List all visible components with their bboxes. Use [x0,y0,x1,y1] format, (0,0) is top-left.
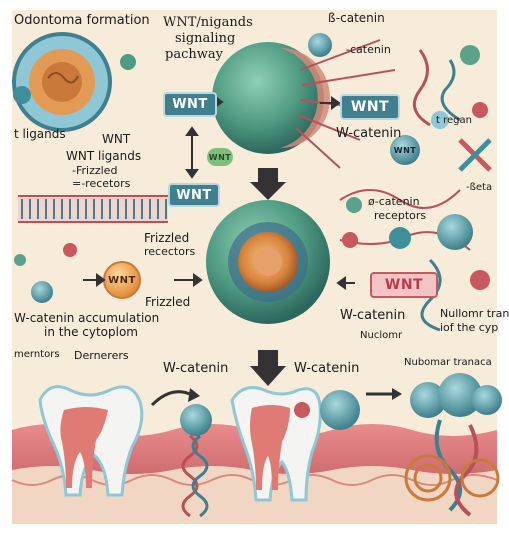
accumulation-label-2: in the cytoplom [44,326,138,339]
frizzled-upper-label: -Frizzled [72,165,117,177]
o-catenin-label: ø-catenin [368,196,420,208]
title-label: Odontoma formation [14,14,150,28]
wnt-tag-circle-right: WNT [394,143,416,157]
wnt-ligands-label: WNT ligands [66,150,141,163]
small-vesicle [120,54,136,70]
w-catenin-mid-label: W-catenin [336,127,401,141]
wnt-upper-label: WNT [102,133,130,146]
wnt-tag-top: WNT [163,92,217,117]
mentors-label: merntors [14,350,60,361]
beta-catenin-particle [308,33,332,57]
small-vesicle [346,197,362,213]
beta-catenin-top-2: -catenin [346,44,391,56]
wnt-tag-mid-right: WNT [340,94,400,120]
regan-label: t regan [436,116,472,127]
frizzled-receptors-label-1: Frizzled [144,232,189,245]
nullomr-label-2: iof the cyp [440,322,498,334]
pathway-label-2: signaling [175,32,235,46]
beta-right-label: -ßeta [466,183,492,194]
nubomar-label: Nubomar tranaca [404,358,492,369]
wnt-tag-center: WNT [168,183,220,207]
w-catenin-right-label: W-catenin [340,309,405,323]
wnt-tag-red: WNT [370,272,438,298]
receptors-right-label: receptors [374,210,426,222]
wnt-tag-small-circle: WNT [207,148,233,166]
cell-membrane [18,196,168,222]
small-vesicle [14,254,26,266]
small-vesicle [63,243,77,257]
t-ligands-label: t ligands [14,128,66,141]
beta-catenin-top-1: ß-catenin [328,12,385,25]
wnt-tag-orange: WNT [106,272,138,288]
w-catenin-bottom-label-2: W-catenin [294,362,359,376]
pathway-label-1: WNT/nigands [163,16,253,30]
accumulation-label-1: W-catenin accumulation [14,312,159,325]
nullomr-label-1: Nullomr trand [440,308,509,320]
nuclomr-label: Nuclomr [360,331,402,342]
dernerors-label: Dernerers [74,350,129,362]
small-vesicle [31,281,53,303]
small-vesicle [13,86,31,104]
pathway-label-3: pachway [165,48,223,62]
cell-center-main [206,200,330,324]
receptors-upper-label: =-recetors [72,178,130,190]
frizzled-low-label: Frizzled [145,296,190,309]
frizzled-receptors-label-2: recectors [144,246,195,258]
w-catenin-bottom-label-1: W-catenin [163,362,228,376]
cell-top-left [14,34,110,130]
